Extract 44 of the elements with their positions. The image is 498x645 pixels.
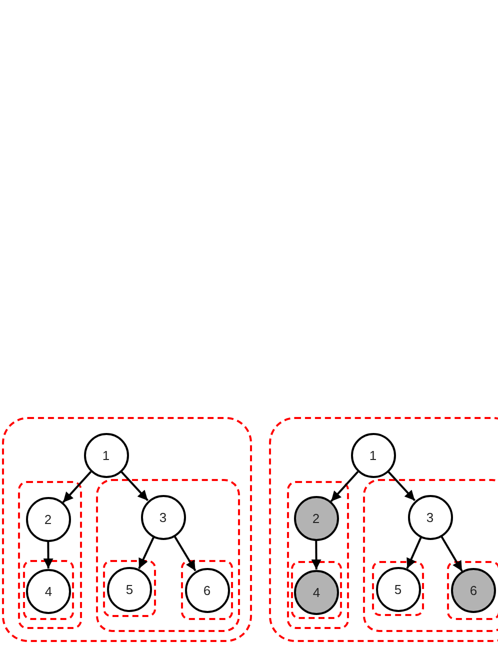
- arrow: [388, 470, 416, 502]
- node-number: 6: [470, 584, 478, 597]
- tree-node-circle: [140, 494, 186, 540]
- node-number: 3: [159, 510, 167, 524]
- dashed-region: [447, 561, 498, 620]
- tree-node-circle: [107, 566, 152, 612]
- dashed-region: [181, 560, 233, 620]
- tree-node-circle: [84, 432, 128, 478]
- node-number: 4: [312, 586, 320, 598]
- arrow: [311, 540, 322, 570]
- node-number: 3: [426, 510, 434, 524]
- tree-node-circle: [294, 496, 338, 540]
- arrow: [120, 470, 148, 502]
- arrow: [406, 537, 422, 569]
- dashed-region: [96, 479, 240, 632]
- dashed-region: [372, 561, 424, 616]
- dashed-region: [2, 417, 252, 642]
- tree-node-circle: [184, 568, 230, 612]
- arrow: [138, 536, 154, 570]
- arrow: [43, 542, 54, 568]
- node-number: 5: [394, 582, 402, 596]
- node-number: 2: [44, 512, 52, 526]
- tree-node-circle: [350, 432, 396, 478]
- node-number: 6: [203, 584, 211, 596]
- tree-node-circle: [294, 570, 339, 614]
- node-number: 1: [369, 448, 377, 462]
- tree-node-circle: [408, 494, 452, 540]
- tree-node-circle: [376, 566, 420, 612]
- arrow: [174, 536, 196, 572]
- node-number: 4: [44, 584, 52, 598]
- dashed-region: [287, 481, 349, 629]
- dashed-region: [363, 479, 498, 632]
- node-number: 5: [126, 582, 134, 596]
- arrow: [440, 536, 463, 572]
- tree-node-circle: [26, 496, 70, 542]
- node-number: 2: [312, 512, 320, 524]
- tree-node-circle: [451, 568, 496, 613]
- node-number: 1: [102, 448, 110, 462]
- dashed-region: [18, 481, 82, 629]
- dashed-region: [103, 560, 156, 617]
- tree-node-circle: [26, 568, 71, 614]
- dashed-region: [269, 417, 498, 642]
- dashed-region: [23, 560, 74, 620]
- dashed-region: [291, 561, 342, 619]
